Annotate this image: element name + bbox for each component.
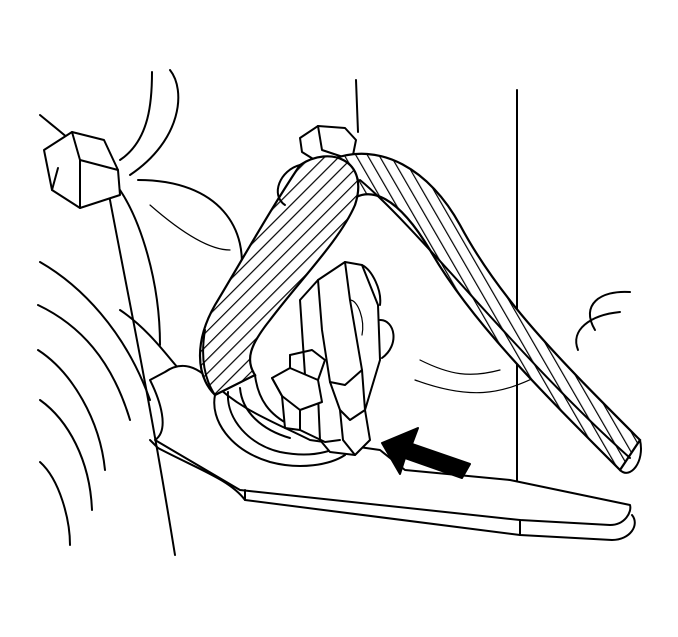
connector-lock-tab <box>271 349 341 443</box>
background-structure <box>119 69 631 511</box>
wiring-harness-conduit-rear <box>328 152 642 474</box>
electrical-connector <box>299 261 395 456</box>
callout-arrow <box>381 427 471 479</box>
mounting-bracket <box>149 364 636 541</box>
hex-nut-left <box>43 131 121 209</box>
